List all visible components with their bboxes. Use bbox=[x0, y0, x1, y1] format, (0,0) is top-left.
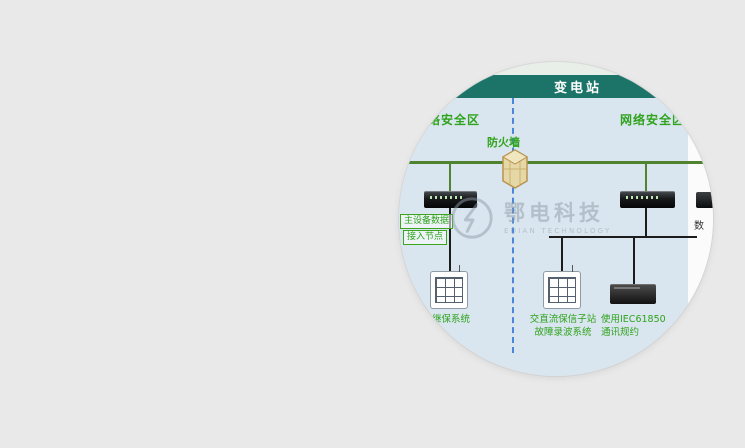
firewall-icon bbox=[502, 149, 528, 189]
zone-label-left: 网络安全区 bbox=[415, 113, 481, 127]
access-node-label-line1: 主设备数据 bbox=[400, 214, 454, 229]
clipped-edge-text: 数 bbox=[694, 221, 704, 232]
access-node-label-line2: 接入节点 bbox=[403, 230, 448, 245]
bus-drop-right bbox=[645, 164, 647, 191]
cable-server-drop bbox=[633, 236, 635, 284]
device-grid bbox=[548, 277, 576, 303]
firewall-label: 防火墙 bbox=[487, 136, 520, 149]
protection-device-left-icon bbox=[430, 265, 468, 309]
caption-right-line1: 使用IEC61850 bbox=[601, 314, 666, 325]
caption-middle-line2: 故障录波系统 bbox=[534, 327, 592, 338]
protection-device-middle-icon bbox=[543, 265, 581, 309]
substation-title: 变电站 bbox=[553, 81, 602, 96]
caption-middle: 交直流保信子站 故障录波系统 bbox=[513, 313, 613, 339]
server-box-icon bbox=[610, 284, 656, 304]
diagram-circle: 变电站 网络安全区 网络安全区 防火墙 主设备数据 接入节点 数 继保系统 bbox=[399, 62, 713, 376]
caption-right-line2: 通讯规约 bbox=[601, 327, 640, 338]
cable-right-switch-drop bbox=[645, 208, 647, 238]
network-bus-line bbox=[399, 161, 713, 164]
caption-left-system: 继保系统 bbox=[431, 314, 470, 325]
cable-right-horizontal bbox=[549, 236, 697, 238]
clipped-edge-device-icon bbox=[696, 192, 713, 208]
network-switch-left-icon bbox=[424, 191, 477, 208]
switch-leds bbox=[626, 196, 659, 199]
caption-right: 使用IEC61850 通讯规约 bbox=[601, 313, 713, 339]
cable-left-vertical bbox=[449, 208, 451, 271]
bus-drop-left bbox=[449, 164, 451, 191]
zone-label-right: 网络安全区 bbox=[620, 113, 686, 127]
cable-middle-device-drop bbox=[561, 236, 563, 271]
caption-middle-line1: 交直流保信子站 bbox=[529, 314, 597, 325]
switch-leds bbox=[430, 196, 462, 199]
zone-divider-dashed-line bbox=[512, 98, 514, 353]
network-switch-right-icon bbox=[620, 191, 675, 208]
device-grid bbox=[435, 277, 463, 303]
substation-header-band: 变电站 bbox=[399, 75, 713, 98]
